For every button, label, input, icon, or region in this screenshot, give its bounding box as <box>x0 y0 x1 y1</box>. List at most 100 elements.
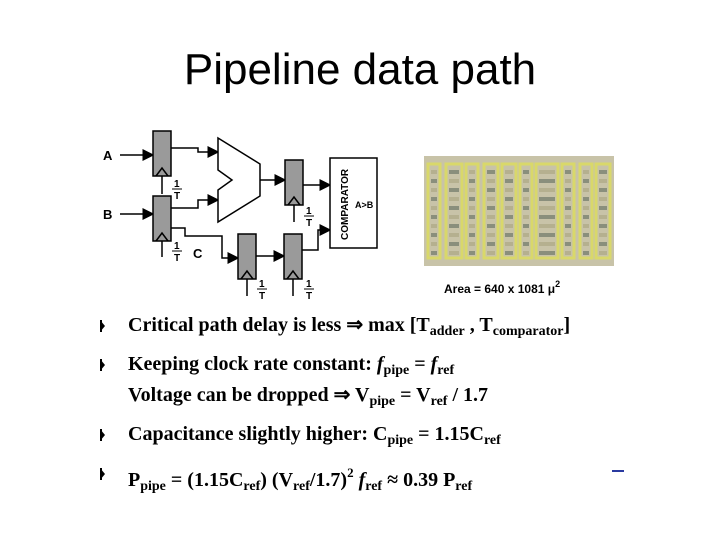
layout-cell <box>583 170 589 174</box>
layout-cell <box>431 251 437 255</box>
svg-text:T: T <box>306 218 312 229</box>
layout-cell <box>487 215 495 219</box>
layout-cell <box>599 179 607 183</box>
layout-cell <box>599 224 607 228</box>
layout-cell <box>583 233 589 237</box>
comparator-label: COMPARATOR <box>340 168 351 240</box>
comparator-op: A>B <box>355 200 374 210</box>
layout-cell <box>523 179 529 183</box>
bullet-power: Ppipe = (1.15Cref) (Vref/1.7)2 fref ≈ 0.… <box>100 461 660 499</box>
layout-cell <box>449 233 459 237</box>
svg-text:T: T <box>259 291 265 302</box>
input-c-label: C <box>193 246 203 261</box>
layout-cell <box>505 224 513 228</box>
clock-label-b: 1 <box>174 241 180 252</box>
svg-text:1: 1 <box>306 206 312 217</box>
layout-cell <box>599 197 607 201</box>
layout-cell <box>583 197 589 201</box>
area-label: Area = 640 x 1081 μ2 <box>444 279 560 296</box>
layout-cell <box>449 224 459 228</box>
layout-cell <box>431 224 437 228</box>
layout-cell <box>431 170 437 174</box>
layout-cell <box>539 206 555 210</box>
layout-cell <box>599 215 607 219</box>
layout-cell <box>523 224 529 228</box>
layout-cell <box>599 233 607 237</box>
layout-cell <box>565 179 571 183</box>
layout-cell <box>539 233 555 237</box>
svg-text:T: T <box>174 253 180 264</box>
layout-cell <box>539 215 555 219</box>
svg-text:1: 1 <box>259 279 265 290</box>
layout-cell <box>505 251 513 255</box>
layout-cell <box>505 197 513 201</box>
layout-cell <box>449 188 459 192</box>
layout-cell <box>431 179 437 183</box>
layout-cell <box>583 206 589 210</box>
layout-cell <box>523 188 529 192</box>
wire-a-adder <box>171 146 220 158</box>
svg-text:T: T <box>174 191 180 202</box>
layout-cell <box>469 206 475 210</box>
layout-cell <box>505 179 513 183</box>
layout-cell <box>449 206 459 210</box>
layout-cell <box>469 215 475 219</box>
bullet-list: Critical path delay is less ⇒ max [Tadde… <box>100 313 660 507</box>
layout-cell <box>565 233 571 237</box>
layout-cell <box>505 233 513 237</box>
layout-cell <box>539 179 555 183</box>
layout-cell <box>505 188 513 192</box>
layout-cell <box>599 206 607 210</box>
wire-b-adder <box>171 194 220 209</box>
layout-cell <box>431 206 437 210</box>
bullet-icon <box>100 359 105 371</box>
layout-cell <box>431 188 437 192</box>
layout-cell <box>583 179 589 183</box>
layout-cell <box>539 197 555 201</box>
layout-column <box>500 162 518 260</box>
layout-cell <box>487 233 495 237</box>
svg-text:T: T <box>306 291 312 302</box>
layout-cell <box>487 242 495 246</box>
svg-text:1: 1 <box>306 279 312 290</box>
layout-cell <box>523 233 529 237</box>
layout-cell <box>539 242 555 246</box>
layout-cell <box>565 242 571 246</box>
layout-cell <box>539 251 555 255</box>
layout-cell <box>431 233 437 237</box>
layout-cell <box>487 179 495 183</box>
layout-column <box>578 162 594 260</box>
layout-cell <box>469 224 475 228</box>
layout-cell <box>523 215 529 219</box>
layout-cell <box>449 242 459 246</box>
layout-cell <box>505 242 513 246</box>
layout-cell <box>505 170 513 174</box>
layout-column <box>560 162 576 260</box>
layout-cell <box>565 188 571 192</box>
layout-cell <box>539 188 555 192</box>
layout-cell <box>599 251 607 255</box>
input-b-label: B <box>103 207 112 222</box>
layout-column <box>518 162 534 260</box>
layout-cell <box>449 251 459 255</box>
layout-cell <box>583 215 589 219</box>
layout-cell <box>565 197 571 201</box>
layout-image <box>424 156 614 266</box>
bullet-icon <box>100 320 105 332</box>
clock-triangle-a <box>155 166 169 177</box>
layout-cell <box>523 251 529 255</box>
slide-corner-mark <box>612 470 624 472</box>
layout-column <box>444 162 464 260</box>
layout-column <box>534 162 560 260</box>
layout-cell <box>565 251 571 255</box>
layout-cell <box>539 224 555 228</box>
layout-cell <box>469 197 475 201</box>
layout-cell <box>599 170 607 174</box>
clock-label-a: 1 <box>174 179 180 190</box>
pipeline-diagram: A B C 1 T 1 T 1 T 1 T 1 T COMPARATOR <box>103 130 614 302</box>
comparator-block <box>329 157 378 249</box>
wire-c2-comp <box>302 224 332 251</box>
layout-cell <box>583 242 589 246</box>
layout-cell <box>487 188 495 192</box>
layout-cell <box>539 170 555 174</box>
